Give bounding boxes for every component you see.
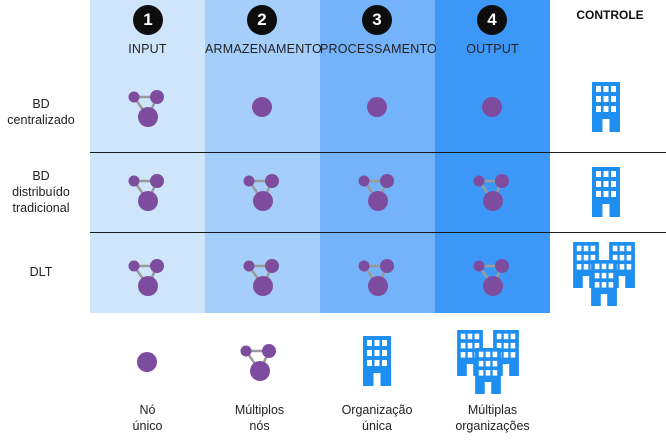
- legend-label-single-organization: Organização única: [326, 402, 428, 434]
- label-line: distribuído: [12, 185, 70, 199]
- stage-column-input: [90, 0, 205, 313]
- legend-label-single-node: Nó único: [100, 402, 195, 434]
- multi-node-icon: [127, 172, 166, 213]
- row-divider: [90, 232, 666, 233]
- single-organization-icon: [363, 336, 391, 386]
- label-line: única: [362, 419, 392, 433]
- label-line: Nó: [139, 403, 156, 417]
- stage-label-input: INPUT: [128, 42, 167, 56]
- single-node-icon: [137, 352, 157, 372]
- multi-node-icon: [127, 257, 166, 298]
- label-line: tradicional: [12, 201, 70, 215]
- row-divider: [90, 152, 666, 153]
- multi-node-icon: [357, 172, 396, 213]
- stage-label-output: OUTPUT: [466, 42, 519, 56]
- multi-node-icon: [357, 257, 396, 298]
- multi-node-icon: [242, 172, 281, 213]
- label-line: DLT: [29, 265, 53, 279]
- label-line: centralizado: [7, 113, 75, 127]
- legend-label-multiple-organizations: Múltiplas organizações: [440, 402, 545, 434]
- control-header: CONTROLE: [576, 8, 644, 22]
- stage-number-2: 2: [247, 5, 277, 35]
- label-line: Organização: [341, 403, 413, 417]
- stage-number-4: 4: [477, 5, 507, 35]
- single-node-icon: [252, 97, 272, 117]
- stage-column-output: [435, 0, 550, 313]
- stage-number-3: 3: [362, 5, 392, 35]
- stage-column-processing: [320, 0, 435, 313]
- label-line: organizações: [455, 419, 530, 433]
- multiple-organizations-icon: [457, 330, 519, 394]
- label-line: nós: [249, 419, 270, 433]
- stage-label-storage: ARMAZENAMENTO: [205, 42, 322, 56]
- multiple-organizations-icon: [573, 242, 635, 306]
- multi-node-icon: [239, 342, 278, 383]
- stage-label-processing: PROCESSAMENTO: [320, 42, 437, 56]
- stage-column-storage: [205, 0, 320, 313]
- label-line: BD: [32, 169, 50, 183]
- multi-node-icon: [472, 257, 511, 298]
- single-node-icon: [367, 97, 387, 117]
- row-label-distributed-db: BD distribuído tradicional: [0, 168, 82, 216]
- legend-label-multi-node: Múltiplos nós: [212, 402, 307, 434]
- label-line: Múltiplas: [467, 403, 518, 417]
- label-line: BD: [32, 97, 50, 111]
- stage-number-1: 1: [133, 5, 163, 35]
- multi-node-icon: [472, 172, 511, 213]
- multi-node-icon: [127, 88, 166, 129]
- single-organization-icon: [592, 167, 620, 217]
- label-line: único: [132, 419, 163, 433]
- label-line: Múltiplos: [234, 403, 285, 417]
- multi-node-icon: [242, 257, 281, 298]
- row-label-centralized-db: BD centralizado: [0, 96, 82, 128]
- single-organization-icon: [592, 82, 620, 132]
- row-label-dlt: DLT: [0, 264, 82, 280]
- single-node-icon: [482, 97, 502, 117]
